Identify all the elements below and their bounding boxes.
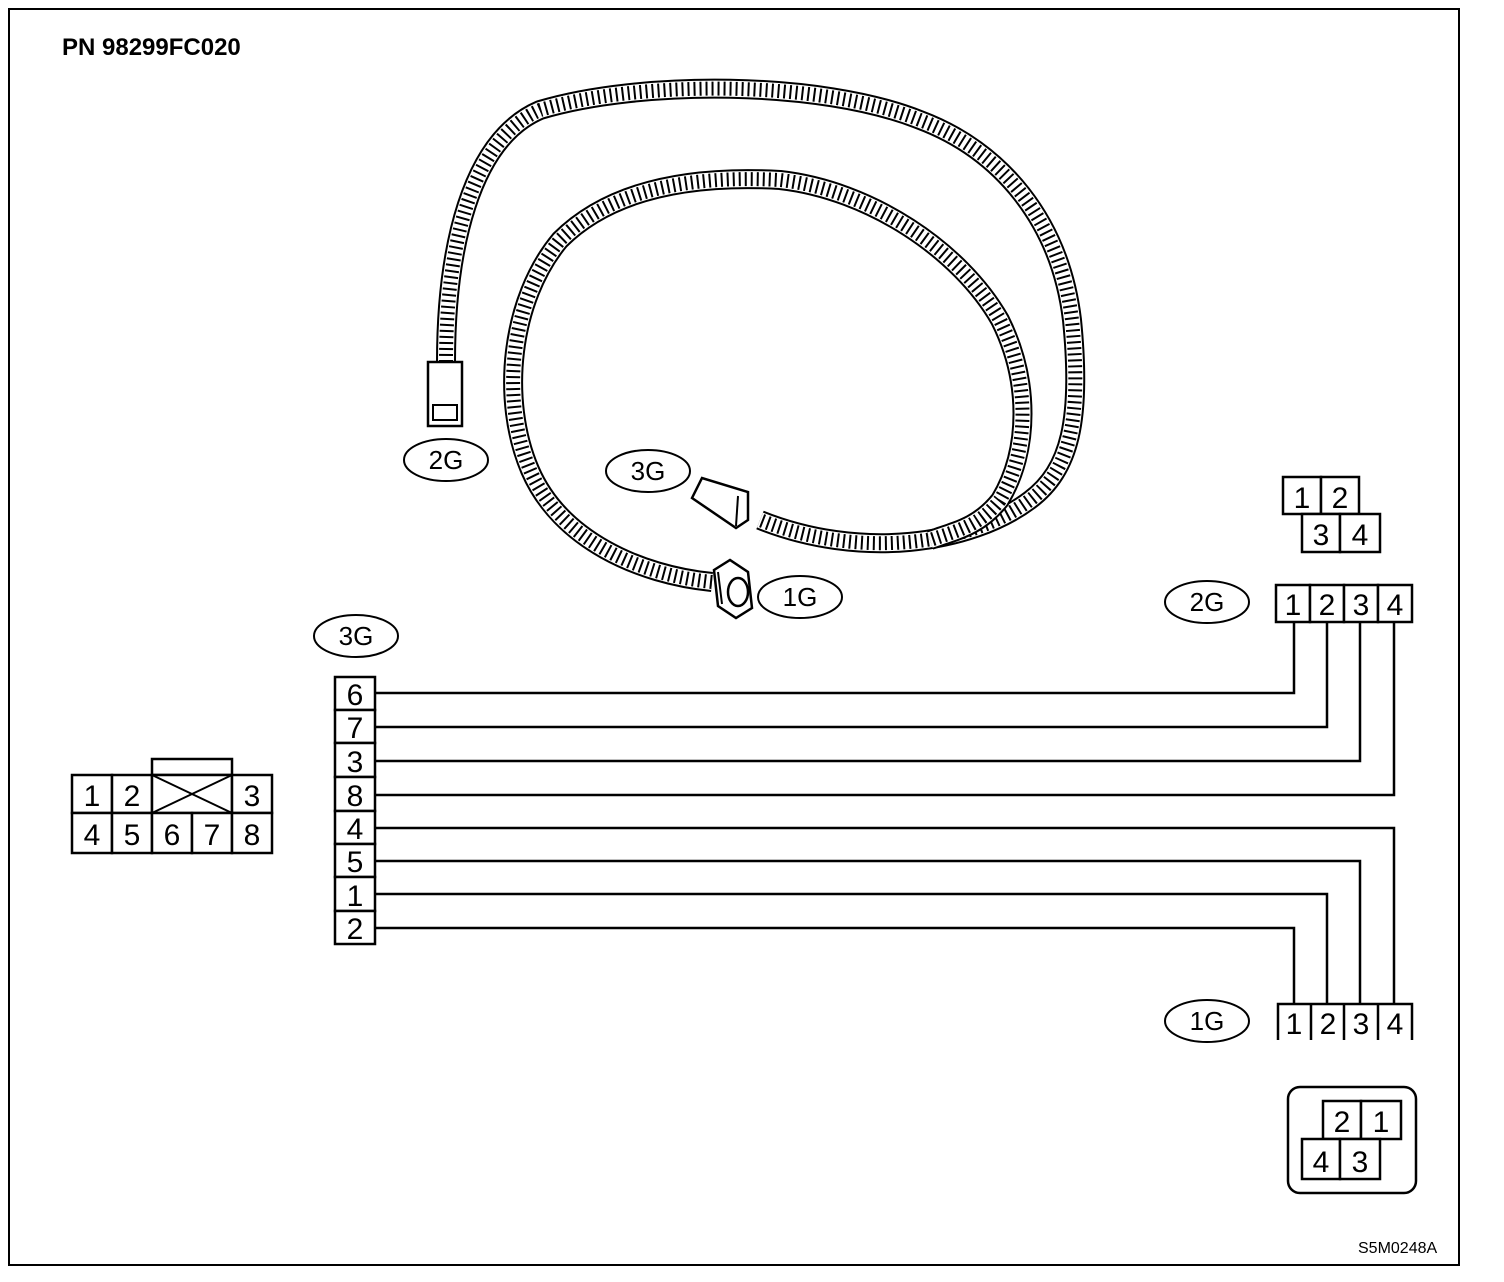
wire-3g6-2g1 bbox=[375, 622, 1296, 695]
pin-label: 1 bbox=[347, 880, 364, 913]
pin-3g-7: 7 bbox=[333, 708, 377, 745]
label-2g-schematic: 2G bbox=[1164, 580, 1250, 624]
label-1g-text: 1G bbox=[1190, 1006, 1225, 1036]
pin-label: 8 bbox=[347, 780, 364, 813]
connector-3g: 6 7 3 8 4 5 1 2 bbox=[333, 675, 377, 946]
pin-label: 1 bbox=[1285, 589, 1302, 622]
callout-1g-illustration: 1G bbox=[757, 575, 843, 619]
pin-label: 2 bbox=[1319, 589, 1336, 622]
face-2g-pin: 2 bbox=[1332, 482, 1349, 515]
face-1g-pin: 2 bbox=[1334, 1106, 1351, 1139]
plug-2g-illustration bbox=[426, 360, 464, 428]
connector-face-3g: 1 2 3 4 5 6 7 8 bbox=[70, 757, 274, 855]
face-3g-pin: 4 bbox=[84, 819, 101, 852]
face-3g-pin: 1 bbox=[84, 780, 101, 813]
pin-label: 7 bbox=[347, 712, 364, 745]
pin-label: 3 bbox=[1353, 589, 1370, 622]
pin-1g-3: 3 bbox=[1353, 1008, 1370, 1041]
pin-label: 6 bbox=[347, 679, 364, 712]
pin-label: 2 bbox=[347, 913, 364, 946]
harness-outer-loop bbox=[436, 78, 1086, 554]
label-3g-text: 3G bbox=[339, 621, 374, 651]
callout-3g-illustration: 3G bbox=[605, 449, 691, 493]
wire-3g4-1g4 bbox=[375, 826, 1396, 1004]
diagram-frame bbox=[8, 8, 1460, 1266]
pin-label: 3 bbox=[347, 746, 364, 779]
pin-label: 4 bbox=[1387, 589, 1404, 622]
face-3g-pin: 5 bbox=[124, 819, 141, 852]
wire-3g2-1g1 bbox=[375, 926, 1296, 1004]
face-1g-pin: 4 bbox=[1313, 1146, 1330, 1179]
pin-2g-4: 4 bbox=[1376, 583, 1414, 624]
connector-face-2g: 1 2 3 4 bbox=[1281, 475, 1382, 554]
wire-3g5-1g3 bbox=[375, 859, 1362, 1004]
pin-1g-4: 4 bbox=[1387, 1008, 1404, 1041]
face-1g-pin: 1 bbox=[1373, 1106, 1390, 1139]
pin-1g-1: 1 bbox=[1286, 1008, 1303, 1041]
pin-2g-3: 3 bbox=[1342, 583, 1380, 624]
face-2g-pin: 1 bbox=[1294, 482, 1311, 515]
connector-2g: 1 2 3 4 bbox=[1274, 583, 1414, 624]
pin-3g-5: 5 bbox=[333, 842, 377, 879]
pin-1g-2: 2 bbox=[1320, 1008, 1337, 1041]
harness-inner-loop bbox=[503, 169, 1033, 592]
pin-3g-6: 6 bbox=[333, 675, 377, 712]
face-3g-pin: 2 bbox=[124, 780, 141, 813]
label-3g-schematic: 3G bbox=[313, 614, 399, 658]
callout-2g-illustration: 2G bbox=[403, 438, 489, 482]
part-number-title: PN 98299FC020 bbox=[62, 34, 241, 61]
face-2g-pin: 4 bbox=[1352, 519, 1369, 552]
callout-1g-text: 1G bbox=[783, 582, 818, 612]
face-3g-pin: 7 bbox=[204, 819, 221, 852]
plug-3g-illustration bbox=[690, 476, 750, 530]
pin-3g-4: 4 bbox=[333, 809, 377, 846]
pin-2g-2: 2 bbox=[1308, 583, 1346, 624]
pin-label: 5 bbox=[347, 846, 364, 879]
face-1g-pin: 3 bbox=[1352, 1146, 1369, 1179]
wire-3g7-2g2 bbox=[375, 622, 1329, 729]
sensor-1g-illustration bbox=[712, 558, 754, 620]
pin-2g-1: 1 bbox=[1274, 583, 1312, 624]
pin-3g-3: 3 bbox=[333, 741, 377, 779]
pin-3g-8: 8 bbox=[333, 775, 377, 813]
pin-3g-1: 1 bbox=[333, 875, 377, 913]
pin-3g-2: 2 bbox=[333, 909, 377, 946]
face-3g-pin: 3 bbox=[244, 780, 261, 813]
face-3g-pin: 6 bbox=[164, 819, 181, 852]
connector-1g: 1 2 3 4 bbox=[1276, 1002, 1414, 1041]
connector-face-1g: 2 1 4 3 bbox=[1286, 1085, 1418, 1195]
pin-label: 4 bbox=[347, 813, 364, 846]
wiring-schematic bbox=[375, 622, 1396, 1004]
figure-code: S5M0248A bbox=[1358, 1240, 1438, 1257]
label-1g-schematic: 1G bbox=[1164, 999, 1250, 1043]
harness-illustration: 2G 3G 1G bbox=[403, 78, 1086, 620]
callout-2g-text: 2G bbox=[429, 445, 464, 475]
face-3g-pin: 8 bbox=[244, 819, 261, 852]
wire-3g1-1g2 bbox=[375, 892, 1329, 1004]
callout-3g-text: 3G bbox=[631, 456, 666, 486]
face-2g-pin: 3 bbox=[1313, 519, 1330, 552]
wire-3g3-2g3 bbox=[375, 622, 1362, 763]
wire-3g8-2g4 bbox=[375, 622, 1396, 797]
label-2g-text: 2G bbox=[1190, 587, 1225, 617]
